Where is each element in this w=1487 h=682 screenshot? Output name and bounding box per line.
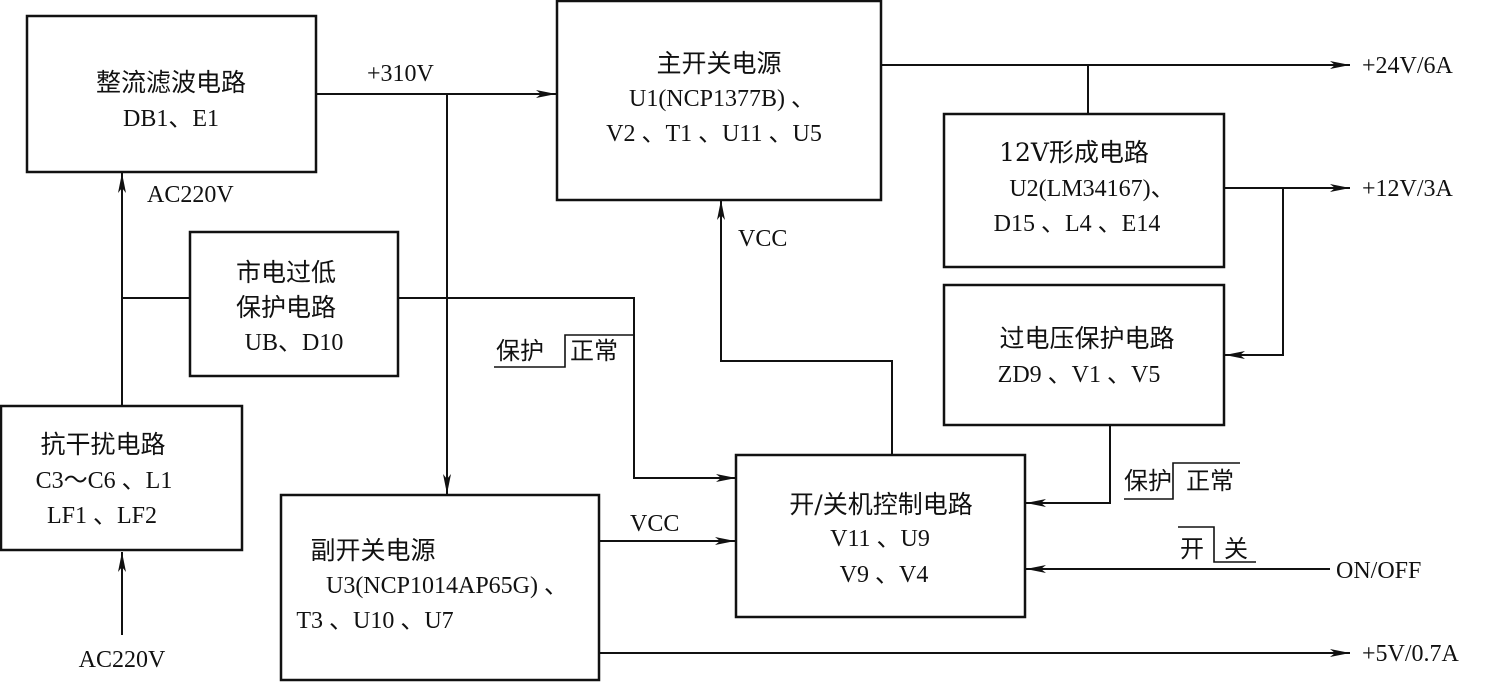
block-rectifier: 整流滤波电路 DB1、E1 <box>25 14 318 174</box>
signal-undervolt-state: 保护 正常 <box>494 334 635 368</box>
block-ovp: 过电压保护电路 ZD9 、V1 、V5 <box>942 283 1226 427</box>
block-aux-psu-title: 副开关电源 <box>310 536 435 565</box>
block-aux-psu: 副开关电源 U3(NCP1014AP65G) 、 T3 、U10 、U7 <box>279 493 601 682</box>
block-undervolt-title-1: 市电过低 <box>236 258 336 287</box>
block-emi-title: 抗干扰电路 <box>40 430 165 459</box>
block-onoff-ctrl-parts-1: V11 、U9 <box>830 526 930 552</box>
signal-undervolt-normal: 正常 <box>570 337 618 365</box>
block-aux-psu-parts-2: T3 、U10 、U7 <box>296 608 453 634</box>
label-5v-out: +5V/0.7A <box>1362 641 1460 667</box>
block-12v-gen-parts-2: D15 、L4 、E14 <box>994 211 1161 237</box>
block-rectifier-parts: DB1、E1 <box>123 106 219 132</box>
signal-switch-off: 关 <box>1224 535 1248 563</box>
block-undervolt: 市电过低 保护电路 UB、D10 <box>188 230 400 378</box>
label-24v-out: +24V/6A <box>1362 53 1454 79</box>
block-main-psu: 主开关电源 U1(NCP1377B) 、 V2 、T1 、U11 、U5 <box>555 0 883 202</box>
block-ovp-parts: ZD9 、V1 、V5 <box>998 362 1161 388</box>
label-ac220v-bottom: AC220V <box>79 647 166 673</box>
label-onoff: ON/OFF <box>1336 558 1421 584</box>
wire-ovp-to-ctrl <box>1026 425 1111 507</box>
wire-12v-to-ovp <box>1225 188 1284 359</box>
block-12v-gen: 12V形成电路 U2(LM34167)、 D15 、L4 、E14 <box>942 112 1226 269</box>
block-emi-parts-1: C3～C6 、L1 <box>36 468 173 494</box>
block-rectifier-title: 整流滤波电路 <box>96 68 246 97</box>
block-onoff-ctrl: 开/关机控制电路 V11 、U9 V9 、V4 <box>734 453 1027 619</box>
block-undervolt-title-2: 保护电路 <box>236 293 336 322</box>
signal-ovp-normal: 正常 <box>1186 467 1234 495</box>
block-main-psu-title: 主开关电源 <box>656 49 781 78</box>
label-12v-out: +12V/3A <box>1362 176 1454 202</box>
block-ovp-title: 过电压保护电路 <box>999 324 1174 353</box>
wire-ctrl-vcc-to-main <box>717 200 893 455</box>
block-emi-parts-2: LF1 、LF2 <box>47 503 157 529</box>
wires <box>118 61 1350 657</box>
signal-undervolt-protect: 保护 <box>496 337 544 365</box>
block-main-psu-parts-1: U1(NCP1377B) 、 <box>629 86 815 112</box>
label-310v: +310V <box>367 61 435 87</box>
label-vcc-aux: VCC <box>630 511 679 537</box>
label-ac220v-top: AC220V <box>147 182 234 208</box>
label-vcc-main: VCC <box>738 226 787 252</box>
signal-switch-on: 开 <box>1180 535 1204 563</box>
block-emi: 抗干扰电路 C3～C6 、L1 LF1 、LF2 <box>0 404 244 552</box>
block-aux-psu-parts-1: U3(NCP1014AP65G) 、 <box>326 573 568 599</box>
signal-ovp-state: 保护 正常 <box>1124 462 1240 500</box>
signal-ovp-protect: 保护 <box>1124 467 1172 495</box>
block-12v-gen-title: 12V形成电路 <box>999 138 1149 167</box>
signal-power-switch-state: 开 关 <box>1178 526 1256 563</box>
block-main-psu-parts-2: V2 、T1 、U11 、U5 <box>606 121 822 147</box>
block-onoff-ctrl-parts-2: V9 、V4 <box>840 562 929 588</box>
block-undervolt-parts: UB、D10 <box>245 330 344 356</box>
block-12v-gen-parts-1: U2(LM34167)、 <box>1009 176 1174 202</box>
wire-undervolt-to-ctrl <box>398 297 736 482</box>
block-onoff-ctrl-title: 开/关机控制电路 <box>789 490 972 519</box>
